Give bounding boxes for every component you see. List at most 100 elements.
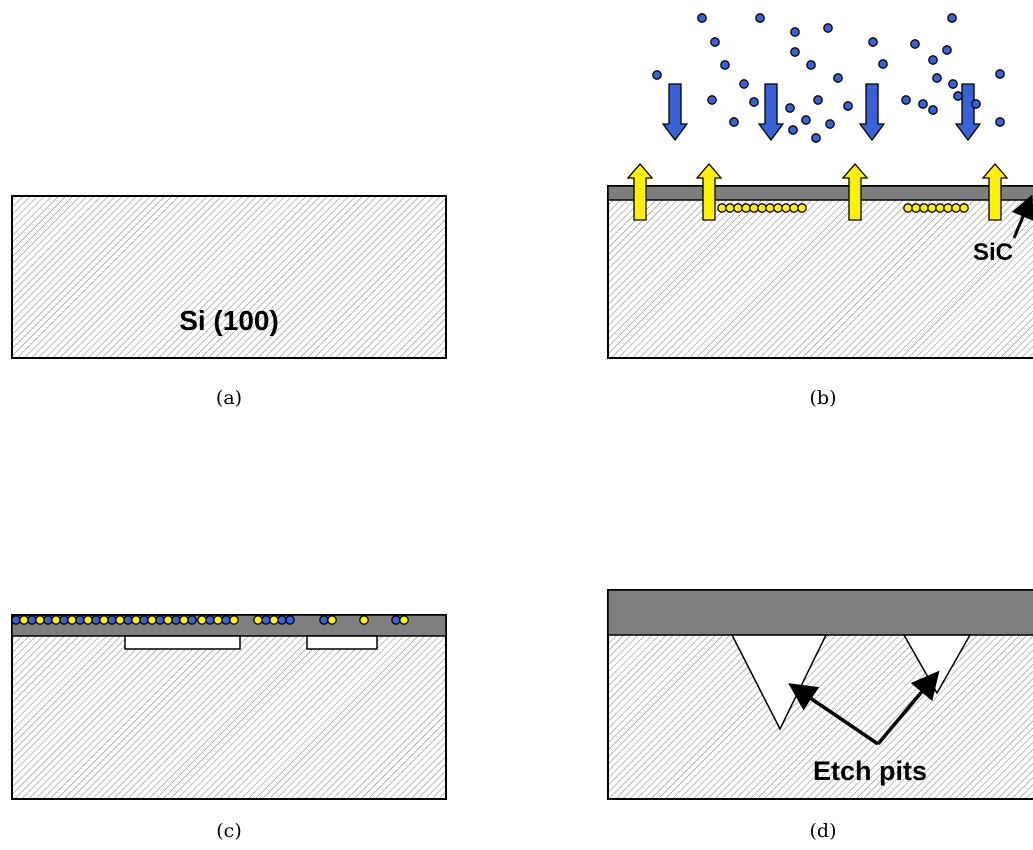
carbon-atom [785, 103, 795, 113]
carbon-atom [843, 101, 853, 111]
carbon-atom [285, 615, 295, 625]
silicon-atom [935, 203, 945, 213]
carbon-atom [910, 39, 920, 49]
carbon-atom [75, 615, 85, 625]
caption-a: (a) [216, 387, 242, 409]
si-substrate [607, 185, 1033, 359]
sic-layer [607, 185, 1033, 201]
up-arrow [981, 163, 1009, 221]
silicon-atom [717, 203, 727, 213]
carbon-atom [739, 79, 749, 89]
etch-pit [730, 634, 828, 731]
carbon-atom [697, 13, 707, 23]
silicon-atom [131, 615, 141, 625]
carbon-atom [187, 615, 197, 625]
panel-b: SiC (b) [607, 13, 1033, 409]
panel-d: Etch pits (d) [607, 589, 1033, 842]
up-arrow [841, 163, 869, 221]
silicon-atom [943, 203, 953, 213]
silicon-atom [903, 203, 913, 213]
carbon-atom [11, 615, 21, 625]
void [306, 635, 378, 650]
carbon-atom [995, 69, 1005, 79]
carbon-atom [221, 615, 231, 625]
carbon-atoms-gas [652, 13, 1005, 143]
silicon-atom [741, 203, 751, 213]
substrate-label: Si (100) [179, 305, 279, 336]
silicon-outdiffusion-arrows [626, 163, 1009, 221]
carbon-atom [868, 37, 878, 47]
carbon-atom [947, 13, 957, 23]
silicon-atom [83, 615, 93, 625]
carbon-atom [953, 91, 963, 101]
carbon-atom [155, 615, 165, 625]
carbon-atom [710, 37, 720, 47]
silicon-atom [197, 615, 207, 625]
silicon-atom [359, 615, 369, 625]
silicon-atom [67, 615, 77, 625]
carbon-atom [319, 615, 329, 625]
carbon-atom [928, 105, 938, 115]
carbon-atom [707, 95, 717, 105]
caption-d: (d) [810, 820, 837, 842]
caption-c: (c) [216, 820, 241, 842]
down-arrow [661, 83, 689, 142]
pit-pointer-arrow [788, 683, 879, 746]
carbon-atom [878, 59, 888, 69]
void [124, 635, 241, 650]
carbon-atom [928, 55, 938, 65]
silicon-atom [959, 203, 969, 213]
silicon-atom-chain [903, 203, 969, 213]
carbon-atom [806, 60, 816, 70]
silicon-atom [725, 203, 735, 213]
carbon-atom [43, 615, 53, 625]
silicon-atom [399, 615, 409, 625]
carbon-atom [825, 119, 835, 129]
carbon-atom [261, 615, 271, 625]
pit-pointer-arrow [876, 670, 940, 746]
silicon-atom [115, 615, 125, 625]
carbon-atom [788, 125, 798, 135]
carbon-atom [971, 99, 981, 109]
silicon-atom [797, 203, 807, 213]
silicon-atom [911, 203, 921, 213]
silicon-atom-chain [717, 203, 807, 213]
down-arrow [858, 83, 886, 142]
caption-b: (b) [810, 387, 837, 409]
silicon-atom [951, 203, 961, 213]
carbon-atom [932, 73, 942, 83]
silicon-atom [757, 203, 767, 213]
silicon-atom [781, 203, 791, 213]
si-substrate [11, 195, 447, 359]
carbon-atom [720, 60, 730, 70]
silicon-atom [919, 203, 929, 213]
carbon-atom [391, 615, 401, 625]
pits-label: Etch pits [813, 756, 927, 786]
silicon-atom [749, 203, 759, 213]
sic-layer [607, 589, 1033, 636]
panel-c: (c) [11, 614, 447, 842]
carbon-atom [107, 615, 117, 625]
up-arrow [695, 163, 723, 221]
silicon-atom [765, 203, 775, 213]
carbon-atom [833, 73, 843, 83]
carbon-atom [801, 115, 811, 125]
carbon-atom [811, 133, 821, 143]
silicon-atom [19, 615, 29, 625]
carbon-atom [901, 95, 911, 105]
silicon-atom [213, 615, 223, 625]
silicon-atom [229, 615, 239, 625]
etch-pit [902, 634, 972, 695]
carbon-atom [91, 615, 101, 625]
panel-a: Si (100) (a) [11, 195, 447, 409]
silicon-atom [253, 615, 263, 625]
carbon-atom [205, 615, 215, 625]
carbon-atom [652, 70, 662, 80]
carbon-atom [813, 95, 823, 105]
carbon-atom [27, 615, 37, 625]
carbon-atom [755, 13, 765, 23]
silicon-atom [327, 615, 337, 625]
carbon-atom [995, 117, 1005, 127]
carbon-atom [171, 615, 181, 625]
